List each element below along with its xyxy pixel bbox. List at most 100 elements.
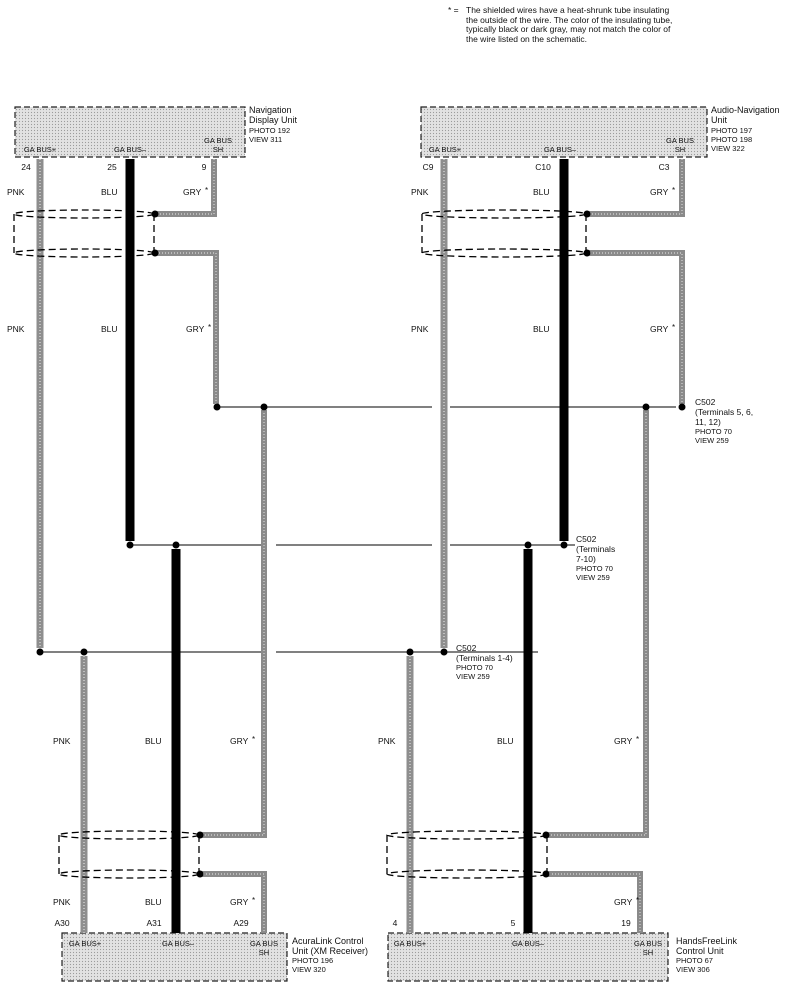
wire-label-blu: BLU <box>101 187 118 197</box>
wire-label-blu: BLU <box>145 736 162 746</box>
unit-hfl-ref-2: VIEW 306 <box>676 965 710 974</box>
unit-hfl-title-2: Control Unit <box>676 946 724 956</box>
unit-acuralink-control: AcuraLink Control Unit (XM Receiver) PHO… <box>54 918 368 982</box>
pin-number: 4 <box>393 918 398 928</box>
pin-number: C10 <box>535 162 551 172</box>
note-symbol: * = <box>448 5 459 15</box>
unit-nav-title-2: Display Unit <box>249 115 298 125</box>
unit-nav-ref-1: PHOTO 192 <box>249 126 290 135</box>
wire-color-labels: PNK BLU GRY * PNK BLU GRY * PNK BLU GRY … <box>7 186 675 907</box>
pin-label: GA BUS– <box>544 145 577 154</box>
pin-label: SH <box>643 948 653 957</box>
connector-ref: VIEW 259 <box>576 573 610 582</box>
unit-audio-navigation: Audio-Navigation Unit PHOTO 197 PHOTO 19… <box>420 105 780 172</box>
wire-pnk-texture <box>39 159 445 933</box>
wire-pnk <box>36 159 448 933</box>
pin-number: 5 <box>511 918 516 928</box>
wire-label-blu: BLU <box>497 736 514 746</box>
wire-label-pnk: PNK <box>7 324 25 334</box>
connector-line: 11, 12) <box>695 417 721 427</box>
unit-audio-ref-3: VIEW 322 <box>711 144 745 153</box>
wire-label-blu: BLU <box>533 187 550 197</box>
pin-number: C3 <box>659 162 670 172</box>
connector-ref: PHOTO 70 <box>576 564 613 573</box>
wire-label-blu: BLU <box>101 324 118 334</box>
wire-label-pnk: PNK <box>7 187 25 197</box>
wire-label-pnk: PNK <box>53 736 71 746</box>
wire-label-pnk: PNK <box>411 324 429 334</box>
wire-label-blu: BLU <box>145 897 162 907</box>
pin-label: GA BUS <box>666 136 694 145</box>
pin-number: 25 <box>107 162 117 172</box>
wire-label-star: * <box>205 186 208 195</box>
unit-audio-title-2: Unit <box>711 115 728 125</box>
wire-label-pnk: PNK <box>378 736 396 746</box>
pin-label: SH <box>213 145 223 154</box>
connector-ref: PHOTO 70 <box>695 427 732 436</box>
wire-label-pnk: PNK <box>53 897 71 907</box>
unit-nav-title-1: Navigation <box>249 105 292 115</box>
pin-number: A31 <box>146 918 161 928</box>
shield-note: * = The shielded wires have a heat-shrun… <box>448 5 748 44</box>
connector-line: C502 <box>576 534 597 544</box>
pin-label: GA BUS <box>634 939 662 948</box>
wire-label-gry: GRY <box>650 324 669 334</box>
pin-label: SH <box>675 145 685 154</box>
unit-acura-title-1: AcuraLink Control <box>292 936 364 946</box>
wire-label-pnk: PNK <box>411 187 429 197</box>
connector-line: C502 <box>695 397 716 407</box>
wire-label-star: * <box>252 896 255 905</box>
wire-label-star: * <box>672 186 675 195</box>
wire-label-gry: GRY <box>614 736 633 746</box>
wire-blu <box>125 159 569 933</box>
junction-dots <box>36 210 686 878</box>
pin-number: 19 <box>621 918 631 928</box>
unit-acura-ref-2: VIEW 320 <box>292 965 326 974</box>
connector-ref: VIEW 259 <box>695 436 729 445</box>
connector-c502-blu: C502 (Terminals 7-10) PHOTO 70 VIEW 259 <box>576 534 615 582</box>
pin-label: GA BUS+ <box>429 145 462 154</box>
unit-acura-title-2: Unit (XM Receiver) <box>292 946 368 956</box>
connector-line: (Terminals 1-4) <box>456 653 513 663</box>
note-text: The shielded wires have a heat-shrunk tu… <box>466 5 673 44</box>
connector-ref: VIEW 259 <box>456 672 490 681</box>
pin-label: GA BUS– <box>114 145 147 154</box>
unit-audio-ref-2: PHOTO 198 <box>711 135 752 144</box>
unit-handsfreelink-control: HandsFreeLink Control Unit PHOTO 67 VIEW… <box>387 918 738 982</box>
connector-ref: PHOTO 70 <box>456 663 493 672</box>
pin-number: 9 <box>202 162 207 172</box>
pin-label: GA BUS– <box>162 939 195 948</box>
pin-label: GA BUS <box>250 939 278 948</box>
pin-number: 24 <box>21 162 31 172</box>
connector-line: (Terminals <box>576 544 615 554</box>
wire-label-blu: BLU <box>533 324 550 334</box>
wire-label-star: * <box>252 735 255 744</box>
wire-label-gry: GRY <box>186 324 205 334</box>
pin-label: GA BUS+ <box>69 939 102 948</box>
connector-c502-shield: C502 (Terminals 5, 6, 11, 12) PHOTO 70 V… <box>695 397 753 445</box>
pin-number: C9 <box>423 162 434 172</box>
unit-acura-ref-1: PHOTO 196 <box>292 956 333 965</box>
pin-label: GA BUS+ <box>394 939 427 948</box>
unit-hfl-ref-1: PHOTO 67 <box>676 956 713 965</box>
unit-hfl-title-1: HandsFreeLink <box>676 936 738 946</box>
pin-label: SH <box>259 948 269 957</box>
unit-audio-ref-1: PHOTO 197 <box>711 126 752 135</box>
wire-label-gry: GRY <box>650 187 669 197</box>
unit-audio-title-1: Audio-Navigation <box>711 105 780 115</box>
connector-line: (Terminals 5, 6, <box>695 407 753 417</box>
connector-line: C502 <box>456 643 477 653</box>
connector-c502-pnk: C502 (Terminals 1-4) PHOTO 70 VIEW 259 <box>456 643 513 681</box>
unit-navigation-display: Navigation Display Unit PHOTO 192 VIEW 3… <box>14 105 298 172</box>
wire-label-gry: GRY <box>614 897 633 907</box>
pin-label: GA BUS+ <box>24 145 57 154</box>
wire-label-gry: GRY <box>183 187 202 197</box>
wire-label-star: * <box>208 323 211 332</box>
pin-number: A29 <box>233 918 248 928</box>
wire-label-star: * <box>636 896 639 905</box>
pin-label: GA BUS– <box>512 939 545 948</box>
wire-label-gry: GRY <box>230 736 249 746</box>
wire-label-star: * <box>672 323 675 332</box>
pin-number: A30 <box>54 918 69 928</box>
